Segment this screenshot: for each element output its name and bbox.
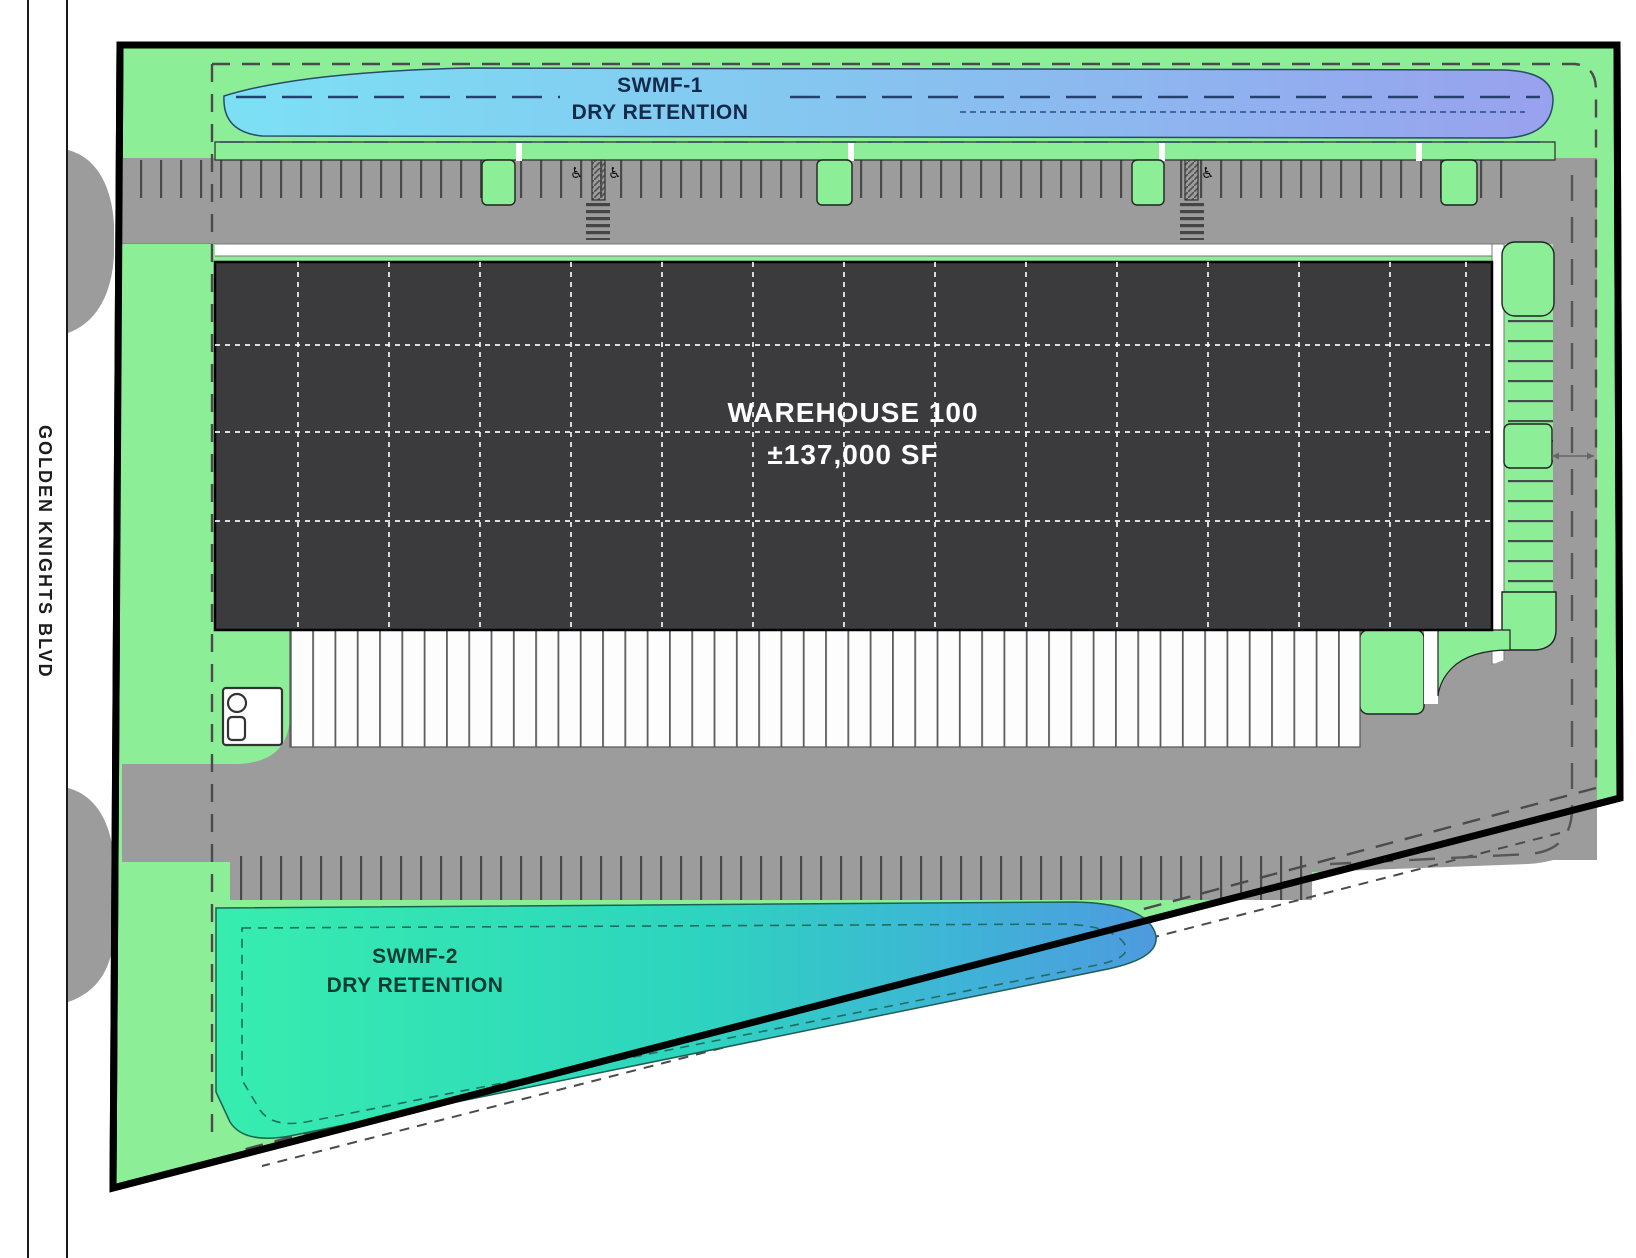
wheelchair-icon: ♿ [1201,164,1215,182]
east-landscape-islands [1501,241,1557,651]
north-landscape-strip [214,141,1556,161]
sidewalks [121,243,1505,665]
wheelchair-icon: ♿ [608,164,622,182]
equipment-pad [221,686,284,747]
column-grid-horizontal [215,344,1492,522]
loading-dock-apron [289,629,1361,748]
parking-islands [481,159,1478,206]
crosswalk [1180,202,1204,240]
warehouse-building [213,260,1494,632]
pond-swmf2 [215,901,1157,1139]
dock-end-islands [1359,629,1597,770]
west-landscape [120,244,290,764]
crosswalk [586,202,610,240]
pond-swmf1 [223,67,1554,139]
road-golden-knights-blvd [27,0,68,1258]
dimension-marker [1552,452,1594,460]
driveway-aprons [68,150,114,1002]
boundary-line [109,41,1624,1193]
accessible-parking-aisles [586,159,1204,240]
column-grid-vertical [297,262,1467,630]
wheelchair-icon: ♿ [570,164,584,182]
